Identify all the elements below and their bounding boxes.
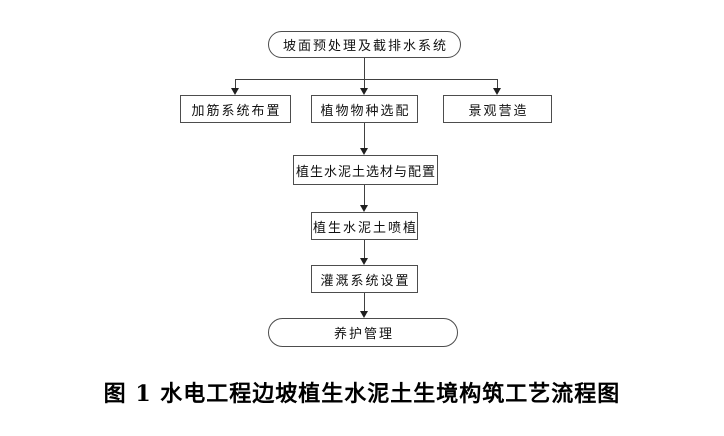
connector-line-to-maintenance — [364, 293, 365, 312]
flow-node-label: 植生水泥土喷植 — [313, 220, 419, 236]
arrowhead-down-icon — [360, 205, 368, 212]
flow-node-reinforcement: 加筋系统布置 — [180, 95, 291, 123]
arrowhead-down-icon — [360, 258, 368, 265]
arrowhead-down-icon — [360, 311, 368, 318]
flow-node-start: 坡面预处理及截排水系统 — [268, 31, 461, 58]
flow-node-label: 景观营造 — [468, 103, 529, 119]
connector-line-to-irrigation — [364, 240, 365, 259]
connector-line-to-spray — [364, 185, 365, 206]
flow-node-label: 坡面预处理及截排水系统 — [282, 39, 448, 54]
flow-node-label: 灌溉系统设置 — [320, 273, 411, 289]
connector-line-to-plant-species — [364, 79, 365, 90]
arrowhead-down-icon — [360, 148, 368, 155]
arrowhead-down-icon — [360, 88, 368, 95]
flow-node-landscape: 景观营造 — [443, 95, 552, 123]
connector-line-start-stem — [364, 58, 365, 79]
flow-node-maintenance: 养护管理 — [268, 318, 458, 347]
figure-caption: 图 1 水电工程边坡植生水泥土生境构筑工艺流程图 — [103, 381, 621, 407]
flow-node-material: 植生水泥土选材与配置 — [293, 155, 438, 185]
flow-node-label: 植物物种选配 — [320, 103, 411, 119]
connector-line-to-material — [364, 123, 365, 149]
flow-node-label: 养护管理 — [333, 327, 394, 342]
connector-line-to-landscape — [497, 79, 498, 90]
connector-line-to-reinforcement — [235, 79, 236, 90]
flow-node-spray: 植生水泥土喷植 — [311, 212, 418, 240]
flow-node-irrigation: 灌溉系统设置 — [311, 265, 418, 293]
arrowhead-down-icon — [493, 88, 501, 95]
arrowhead-down-icon — [231, 88, 239, 95]
flow-node-label: 加筋系统布置 — [191, 103, 282, 119]
connector-line-branch — [235, 79, 498, 80]
flow-node-label: 植生水泥土选材与配置 — [295, 164, 436, 180]
flow-node-plant-species: 植物物种选配 — [311, 95, 418, 123]
